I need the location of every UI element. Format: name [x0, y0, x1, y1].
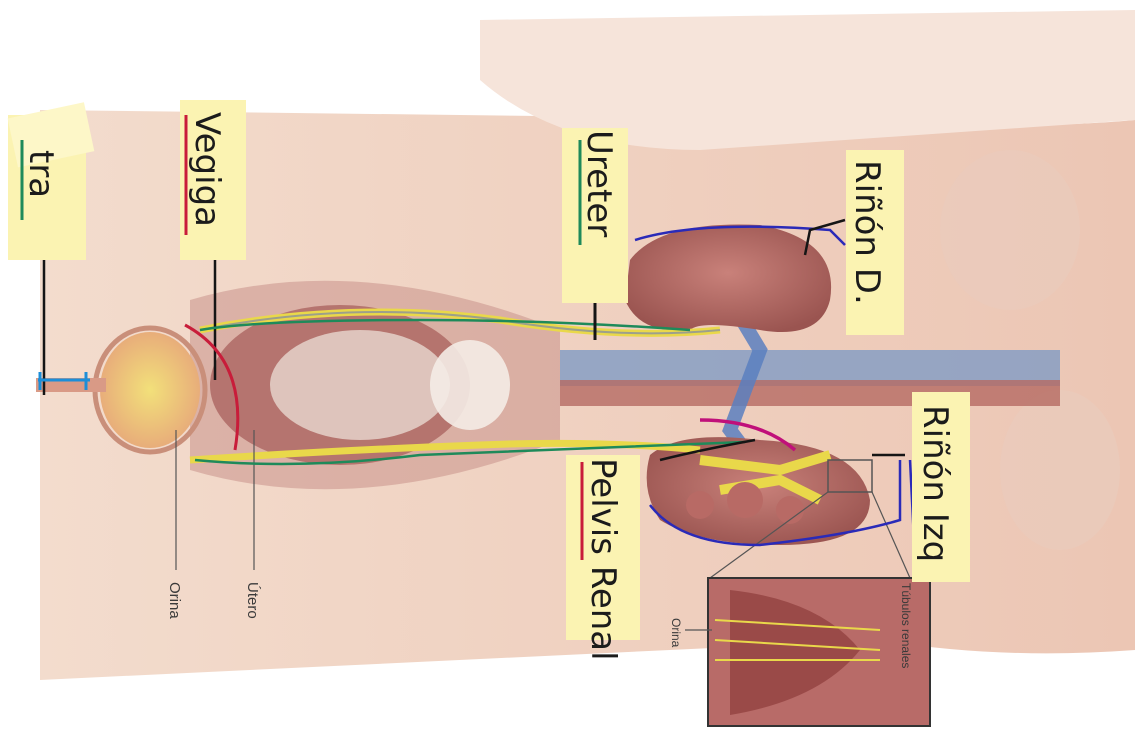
sticky-note-pelvis-renal: Pelvis Renal — [566, 455, 640, 661]
svg-text:tra: tra — [21, 150, 61, 198]
svg-text:Pelvis Renal: Pelvis Renal — [583, 458, 623, 661]
svg-text:Riñón Izq: Riñón Izq — [915, 405, 955, 562]
right-kidney — [625, 224, 831, 332]
svg-text:Vegiga: Vegiga — [187, 112, 227, 227]
sticky-note-rinon-derecho: Riñón D. — [846, 150, 904, 335]
svg-text:Orina: Orina — [166, 582, 183, 619]
svg-text:Orina: Orina — [669, 618, 683, 648]
sticky-note-ureter: Ureter — [562, 128, 628, 303]
printed-label-inset-tubulos: Túbulos renales — [899, 583, 913, 668]
sticky-note-uretra: tra — [8, 102, 95, 260]
sticky-note-vejiga: Vegiga — [180, 100, 246, 260]
svg-text:Útero: Útero — [244, 582, 261, 619]
svg-text:Túbulos renales: Túbulos renales — [899, 583, 913, 668]
sticky-note-rinon-izquierdo: Riñón Izq — [912, 392, 970, 582]
svg-text:Riñón D.: Riñón D. — [847, 160, 887, 305]
bladder — [95, 328, 205, 452]
svg-text:Ureter: Ureter — [579, 130, 619, 237]
